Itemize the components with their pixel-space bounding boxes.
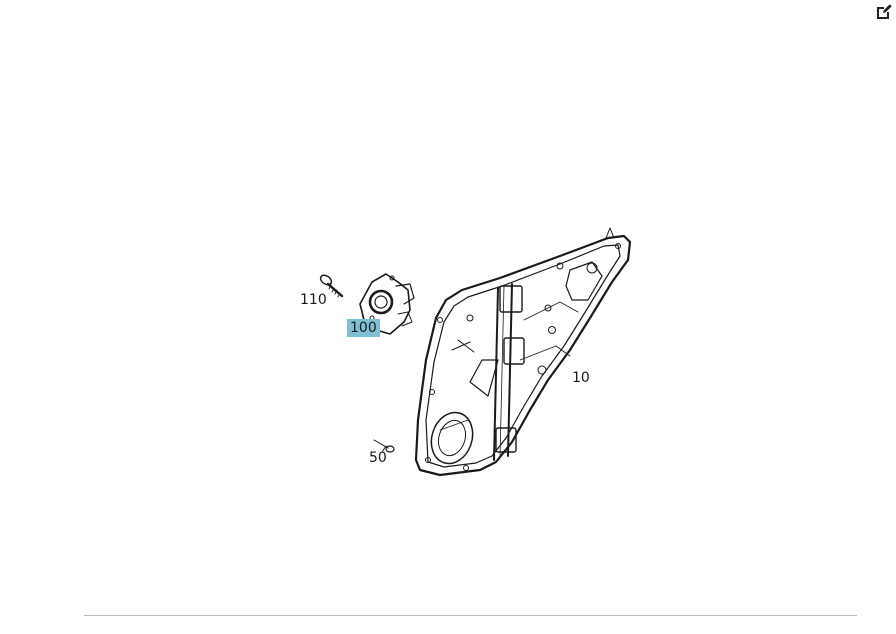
edit-button[interactable] xyxy=(874,2,894,22)
callout-100[interactable]: 100 xyxy=(347,319,380,337)
door-panel-part xyxy=(414,227,632,477)
callout-10[interactable]: 10 xyxy=(572,370,590,386)
callout-110[interactable]: 110 xyxy=(300,292,327,308)
screw-part xyxy=(319,274,344,298)
callout-50[interactable]: 50 xyxy=(369,450,387,466)
bottom-divider xyxy=(84,615,857,616)
edit-square-icon xyxy=(877,4,892,19)
clip-part xyxy=(373,439,395,453)
